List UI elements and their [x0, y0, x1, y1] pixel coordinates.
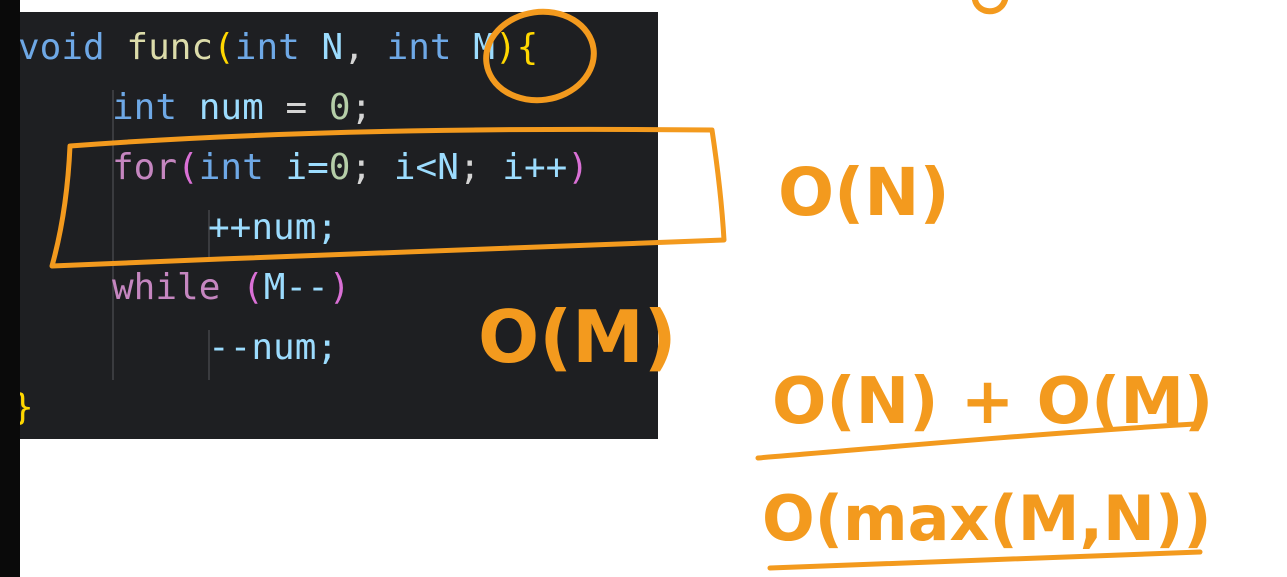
code-line-1: void func(int N, int M){	[20, 28, 538, 68]
semicolon: ;	[458, 147, 481, 188]
loop-complexity-label: O(N)	[778, 154, 950, 231]
number-literal: 0	[328, 147, 351, 188]
semicolon: ;	[350, 147, 373, 188]
result-label: O(max(M,N))	[762, 482, 1212, 555]
brace-open: {	[516, 27, 539, 68]
keyword-while: while	[112, 267, 221, 308]
paren: )	[567, 147, 589, 188]
code-line-2: int num = 0;	[112, 88, 372, 128]
loop-condition: i<N	[393, 147, 459, 188]
code-line-4: ++num;	[208, 207, 339, 248]
operator: =	[285, 87, 308, 128]
keyword-void: void	[20, 27, 105, 68]
function-name: func	[126, 27, 214, 68]
code-editor-panel: void func(int N, int M){ int num = 0; fo…	[20, 12, 658, 439]
code-line-3: for(int i=0; i<N; i++)	[112, 148, 589, 188]
code-line-6: --num;	[208, 327, 339, 368]
code-line-5: while (M--)	[112, 268, 350, 308]
indent-guide	[112, 90, 114, 380]
keyword-for: for	[112, 147, 178, 188]
indent-guide	[208, 330, 210, 380]
param-n: N	[321, 27, 344, 68]
partial-mark	[972, 0, 1008, 15]
paren: )	[494, 27, 517, 68]
while-expression: M--	[263, 267, 329, 308]
loop-increment: i++	[502, 147, 568, 188]
semicolon: ;	[350, 87, 373, 128]
paren: (	[177, 147, 199, 188]
sum-label: O(N) + O(M)	[772, 365, 1213, 439]
paren: (	[242, 267, 264, 308]
code-line-7: }	[20, 388, 34, 428]
variable-num: num	[198, 87, 264, 128]
comma: ,	[343, 27, 365, 68]
number-literal: 0	[328, 87, 351, 128]
paren: (	[213, 27, 235, 68]
keyword-int: int	[112, 87, 178, 128]
left-border	[0, 0, 20, 577]
keyword-int: int	[386, 27, 452, 68]
sum-underline	[755, 421, 1198, 461]
param-m: M	[473, 27, 495, 68]
keyword-int: int	[234, 27, 300, 68]
loop-init: i=	[285, 147, 329, 188]
paren: )	[328, 267, 351, 308]
keyword-int: int	[198, 147, 264, 188]
result-underline	[767, 549, 1203, 571]
